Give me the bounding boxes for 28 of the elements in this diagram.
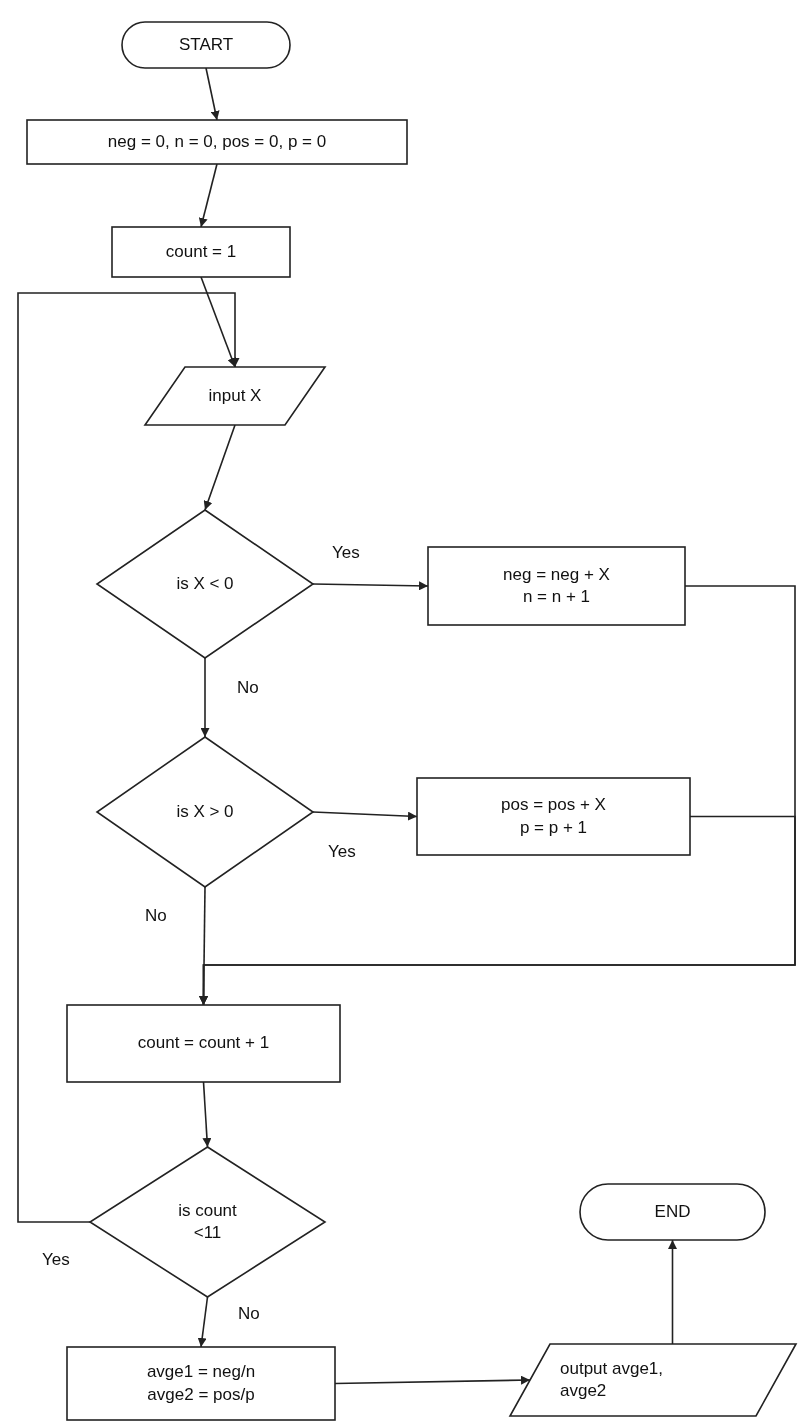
arrow	[199, 815, 796, 1006]
arrow	[197, 1296, 209, 1348]
node-text: count = 1	[165, 240, 237, 263]
node-text: START	[178, 33, 234, 56]
arrow	[312, 581, 429, 591]
arrow	[203, 424, 236, 511]
arrow	[17, 292, 240, 1223]
arrow	[312, 811, 418, 821]
node-text: avge2 = pos/p	[147, 1383, 255, 1406]
node-text: neg = neg + X	[503, 563, 610, 586]
node-text: pos = pos + X	[501, 794, 606, 817]
node-text: neg = 0, n = 0, pos = 0, p = 0	[107, 130, 327, 153]
arrow	[205, 67, 220, 121]
node-text: is X > 0	[176, 800, 234, 823]
arrow	[200, 276, 237, 368]
node-text: p = p + 1	[519, 816, 588, 839]
arrow	[668, 1239, 677, 1345]
node-text: END	[654, 1200, 691, 1223]
node-text: is X < 0	[176, 572, 234, 595]
node-text: input X	[207, 384, 263, 407]
arrow	[202, 1081, 212, 1148]
arrow	[198, 163, 218, 228]
arrow	[200, 657, 210, 738]
node-text: output avge1, avge2	[560, 1357, 665, 1402]
node-text: avge1 = neg/n	[146, 1361, 256, 1384]
node-text: count = count + 1	[137, 1032, 270, 1055]
node-text: n = n + 1	[522, 586, 591, 608]
node-text: is count <11	[177, 1199, 238, 1244]
